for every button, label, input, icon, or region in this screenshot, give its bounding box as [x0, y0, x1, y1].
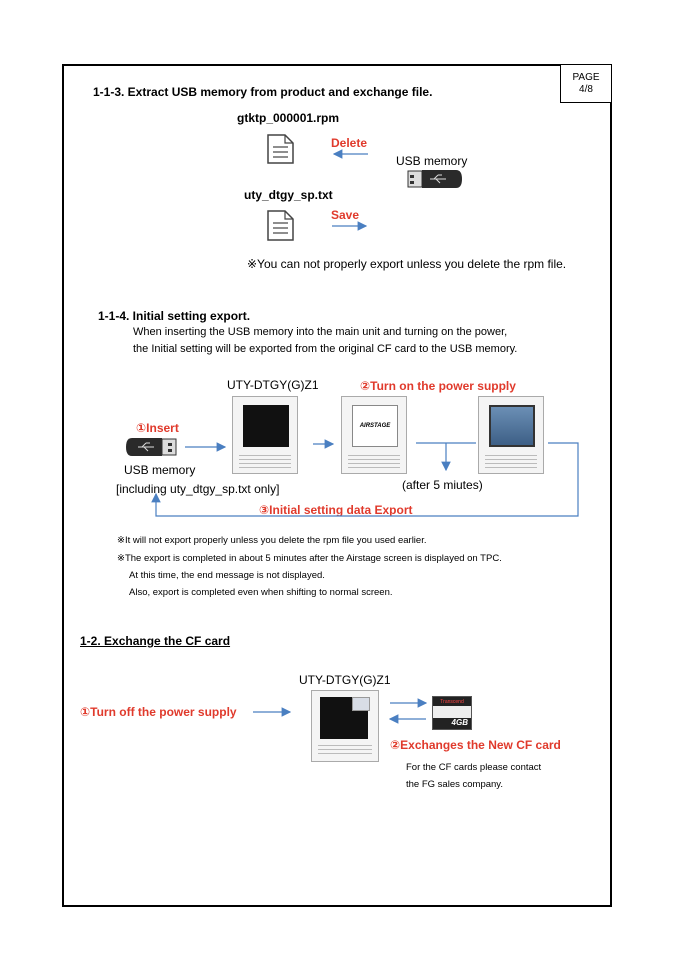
cf-slot: [352, 697, 370, 711]
note-2: ※The export is completed in about 5 minu…: [117, 553, 502, 564]
page-frame: [62, 64, 612, 907]
step1-power-off: ①Turn off the power supply: [80, 705, 237, 719]
step1-insert: ①Insert: [136, 421, 179, 435]
cf-card-brand: Transcend: [440, 699, 464, 705]
note-1: ※It will not export properly unless you …: [117, 535, 427, 546]
usb-memory-label-2: USB memory: [124, 463, 196, 477]
export-description-line2: the Initial setting will be exported fro…: [133, 343, 518, 355]
device-unit-airstage: AIRSTAGE: [341, 396, 407, 474]
device-unit-normal: [478, 396, 544, 474]
device-model-label: UTY-DTGY(G)Z1: [227, 378, 319, 392]
device-stripe: [485, 467, 537, 468]
device-stripe: [318, 749, 372, 750]
file-name-txt: uty_dtgy_sp.txt: [244, 188, 333, 202]
device-stripe: [318, 745, 372, 746]
step3-export: ③Initial setting data Export: [259, 503, 413, 517]
page-number: 4/8: [579, 84, 593, 95]
device-stripe: [239, 467, 291, 468]
rpm-note: ※You can not properly export unless you …: [247, 257, 567, 271]
device-stripe: [348, 467, 400, 468]
device-unit-off: [232, 396, 298, 474]
device-stripe: [239, 455, 291, 456]
contact-line2: the FG sales company.: [406, 779, 503, 790]
usb-memory-label: USB memory: [396, 154, 468, 168]
device-stripe: [485, 463, 537, 464]
page-number-box: PAGE 4/8: [560, 64, 612, 103]
usb-contents-label: [including uty_dtgy_sp.txt only]: [116, 482, 280, 496]
file-document-icon: [267, 210, 294, 241]
save-label: Save: [331, 208, 360, 222]
cf-card-icon: Transcend 4GB: [432, 696, 472, 730]
after-time-label: (after 5 miutes): [402, 478, 483, 492]
delete-label: Delete: [331, 136, 368, 150]
contact-line1: For the CF cards please contact: [406, 762, 542, 773]
step2-exchange-cf: ②Exchanges the New CF card: [390, 738, 561, 752]
export-loop-arrow: [151, 442, 579, 517]
section-1-1-3-heading: 1-1-3. Extract USB memory from product a…: [93, 85, 433, 99]
device-unit-cf: [311, 690, 379, 762]
cf-card-size: 4GB: [451, 718, 468, 727]
section-1-1-4-heading: 1-1-4. Initial setting export.: [98, 309, 251, 323]
device-stripe: [485, 459, 537, 460]
device-stripe: [348, 459, 400, 460]
file-document-icon: [267, 134, 294, 164]
device-stripe: [239, 463, 291, 464]
device-stripe: [485, 455, 537, 456]
device-model-label-2: UTY-DTGY(G)Z1: [299, 673, 391, 687]
device-stripe: [348, 455, 400, 456]
device-stripe: [348, 463, 400, 464]
device-stripe: [318, 753, 372, 754]
page-label: PAGE: [572, 72, 600, 83]
device-screen-off: [243, 405, 289, 447]
step2-power-on: ②Turn on the power supply: [360, 379, 516, 393]
note-4: Also, export is completed even when shif…: [129, 587, 393, 598]
usb-memory-icon: [407, 170, 462, 188]
file-name-rpm: gtktp_000001.rpm: [237, 111, 340, 125]
airstage-logo: AIRSTAGE: [352, 405, 398, 447]
export-description-line1: When inserting the USB memory into the m…: [133, 326, 508, 338]
device-stripe: [239, 459, 291, 460]
device-screen-normal: [489, 405, 535, 447]
section-1-2-heading: 1-2. Exchange the CF card: [80, 634, 231, 648]
note-3: At this time, the end message is not dis…: [129, 570, 325, 581]
usb-memory-icon: [126, 438, 177, 456]
